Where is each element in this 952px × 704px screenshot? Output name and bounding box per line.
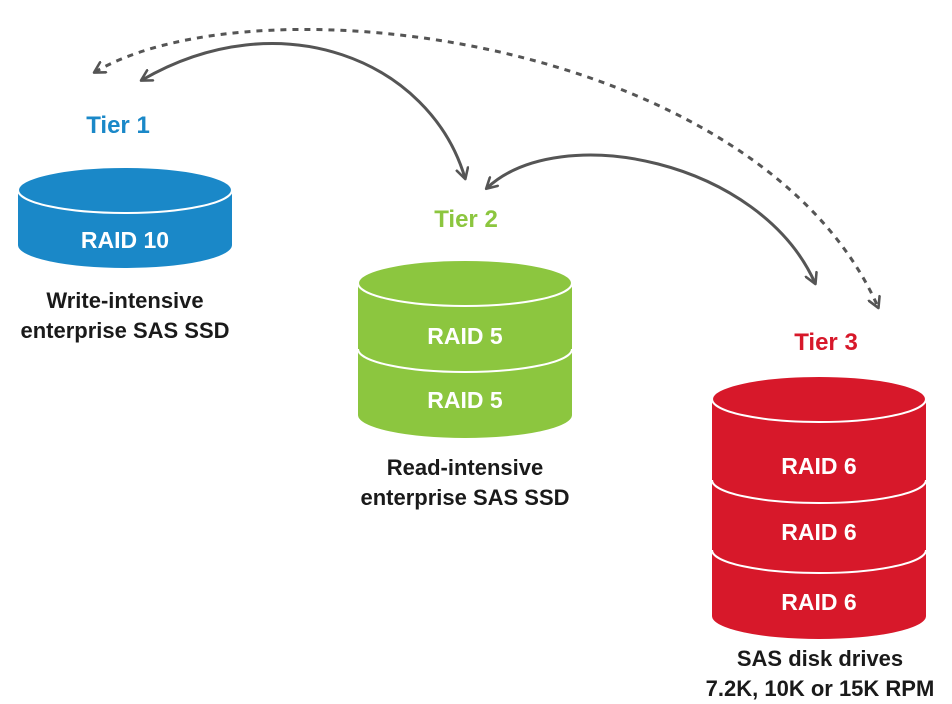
tier1-caption-line-2: enterprise SAS SSD [20,318,230,343]
tier2-raid-label-bottom: RAID 5 [427,387,503,413]
tier3-raid-label-1: RAID 6 [781,453,856,479]
arrow-tier1-tier2 [142,42,465,178]
tier2-caption-line-1: Read-intensive [386,455,544,480]
tier3-caption: SAS disk drives 7.2K, 10K or 15K RPM [692,644,948,704]
tier3-raid-label-2: RAID 6 [781,519,856,545]
tier1-raid-label: RAID 10 [81,227,169,253]
tier3-raid-label-3: RAID 6 [781,589,856,615]
tier2-raid-label-top: RAID 5 [427,323,503,349]
tier2-caption: Read-intensive enterprise SAS SSD [335,453,595,513]
tier1-caption: Write-intensive enterprise SAS SSD [5,286,245,346]
tier2-cylinder: RAID 5 RAID 5 [357,259,573,438]
tier1-caption-line-1: Write-intensive [46,288,204,313]
tier3-cylinder: RAID 6 RAID 6 RAID 6 [711,375,927,639]
tier2-caption-line-2: enterprise SAS SSD [360,485,570,510]
tier3-title: Tier 3 [794,329,858,356]
arrow-tier2-tier3 [487,153,815,283]
tier3-caption-line-1: SAS disk drives [736,646,904,671]
tier2-title: Tier 2 [434,206,498,233]
tier3-caption-line-2: 7.2K, 10K or 15K RPM [705,676,935,701]
tier1-title: Tier 1 [86,112,150,139]
tier1-cylinder: RAID 10 [17,166,233,268]
